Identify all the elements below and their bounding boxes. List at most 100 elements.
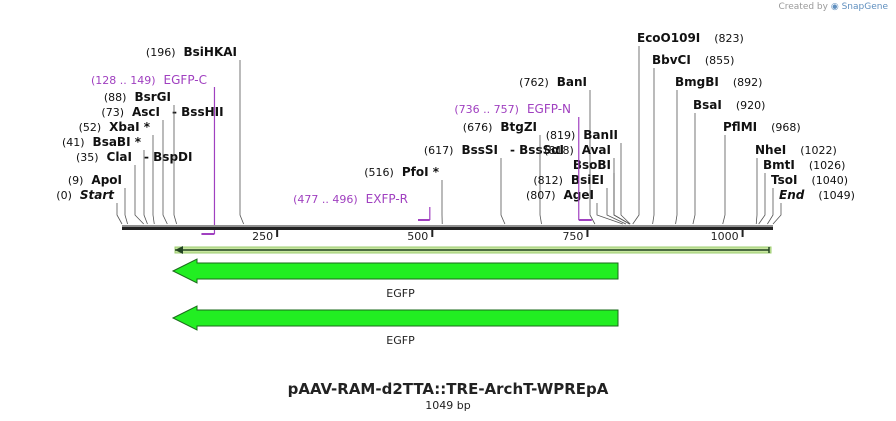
- site-name: AscI: [132, 105, 160, 119]
- site-alt-name: - BspDI: [144, 150, 192, 164]
- site-position: (807): [526, 189, 556, 202]
- site-position: (762): [519, 76, 549, 89]
- snapgene-credit: Created by ◉ SnapGene: [778, 2, 888, 12]
- tick-label: 1000: [711, 230, 739, 243]
- restriction-site: BsrGI(88): [104, 90, 177, 225]
- site-name: ClaI: [107, 150, 132, 164]
- credit-prefix: Created by: [778, 2, 828, 12]
- orf-arrow-icon: [175, 246, 183, 254]
- site-leader-line: [620, 143, 631, 225]
- site-leader-line: [613, 158, 630, 225]
- site-position: (617): [424, 144, 454, 157]
- site-name: BanII: [583, 128, 618, 142]
- restriction-site: BanII (819): [546, 128, 631, 225]
- site-leader-line: [758, 173, 766, 225]
- site-name: Start: [80, 188, 115, 202]
- primer: EXFP-R (477 .. 496): [293, 192, 431, 221]
- restriction-site: BanI (762): [519, 75, 596, 225]
- primer: EGFP-C(128 .. 149): [91, 73, 216, 235]
- site-name: PfoI *: [402, 165, 440, 179]
- site-name: TsoI: [771, 173, 797, 187]
- site-position: (823): [714, 32, 744, 45]
- site-position: (73): [101, 106, 124, 119]
- site-position: (196): [146, 46, 176, 59]
- site-leader-line: [539, 135, 542, 225]
- site-name: BmgBI: [675, 75, 719, 89]
- credit-brand: SnapGene: [841, 2, 888, 12]
- site-alt-name: - BssHII: [172, 105, 224, 119]
- primer-range: (477 .. 496): [293, 193, 358, 206]
- restriction-site: BsaI(920): [692, 98, 765, 225]
- restriction-site: EcoO109I (823): [632, 31, 744, 225]
- site-name: BmtI: [763, 158, 795, 172]
- site-name: BsrGI: [134, 90, 171, 104]
- snapgene-logo-icon: ◉: [830, 2, 839, 12]
- site-name: BbvCI: [652, 53, 691, 67]
- site-name: BsiHKAI: [184, 45, 238, 59]
- restriction-site: TsoI(1040): [767, 173, 848, 225]
- site-name: BanI: [557, 75, 587, 89]
- site-leader-line: [652, 68, 655, 225]
- site-leader-line: [134, 165, 145, 225]
- restriction-site: ApoI (9): [68, 173, 128, 225]
- primer-name: EGFP-C: [164, 73, 207, 87]
- site-name: ApoI: [91, 173, 122, 187]
- feature-arrow: [171, 258, 619, 284]
- site-leader-line: [162, 120, 168, 225]
- site-position: (1022): [800, 144, 837, 157]
- site-position: (1026): [809, 159, 846, 172]
- restriction-site: BssSI (617) - BssSαI: [424, 143, 564, 225]
- primer: EGFP-N(736 .. 757): [454, 102, 592, 221]
- site-alt-name: - BssSαI: [510, 143, 564, 157]
- features: EGFP EGFP: [171, 246, 772, 347]
- tick-label: 250: [252, 230, 273, 243]
- site-leader-line: [755, 158, 758, 225]
- restriction-site: BbvCI(855): [652, 53, 734, 225]
- site-name: BsoBI: [573, 158, 611, 172]
- site-position: (41): [62, 136, 85, 149]
- site-name: AvaI: [582, 143, 611, 157]
- site-name: BtgZI: [500, 120, 537, 134]
- restriction-site: XbaI *(52): [79, 120, 155, 225]
- site-name: EcoO109I: [637, 31, 700, 45]
- site-name: PflMI: [723, 120, 757, 134]
- restriction-site: NheI(1022): [755, 143, 837, 225]
- site-name: BssSI: [461, 143, 498, 157]
- restriction-site: AvaI (818): [544, 143, 630, 225]
- primer-name: EXFP-R: [366, 192, 408, 206]
- site-position: (812): [533, 174, 563, 187]
- feature-label: EGFP: [386, 334, 415, 347]
- site-leader-line: [767, 188, 774, 225]
- site-leader-line: [239, 60, 245, 225]
- restriction-site: BsaBI *(41): [62, 135, 148, 225]
- site-position: (0): [56, 189, 72, 202]
- site-name: End: [779, 188, 805, 202]
- site-position: (819): [546, 129, 576, 142]
- restriction-site: ClaI(35)- BspDI: [76, 150, 192, 225]
- restriction-site: PfoI * (516): [364, 165, 443, 225]
- site-position: (968): [771, 121, 801, 134]
- restriction-site: BmgBI(892): [675, 75, 762, 225]
- restriction-site: BmtI (1026): [758, 158, 846, 225]
- site-position: (676): [463, 121, 493, 134]
- feature-label: EGFP: [386, 287, 415, 300]
- tick-label: 500: [407, 230, 428, 243]
- primer-name: EGFP-N: [527, 102, 571, 116]
- site-leader-line: [722, 135, 726, 225]
- site-leader-line: [152, 135, 155, 225]
- site-position: (818): [544, 144, 574, 157]
- sequence-length: 1049 bp: [425, 399, 471, 412]
- backbone-line: [122, 225, 773, 230]
- restriction-site: PflMI (968): [722, 120, 801, 225]
- site-leader-line: [692, 113, 696, 225]
- site-position: (9): [68, 174, 84, 187]
- restriction-site: AscI (73) - BssHII: [101, 105, 224, 225]
- site-leader-line: [124, 188, 128, 225]
- restriction-site: Start (0): [56, 188, 123, 225]
- site-leader-line: [143, 150, 148, 225]
- site-leader-line: [632, 46, 640, 225]
- feature-arrow: [171, 305, 619, 331]
- site-position: (516): [364, 166, 394, 179]
